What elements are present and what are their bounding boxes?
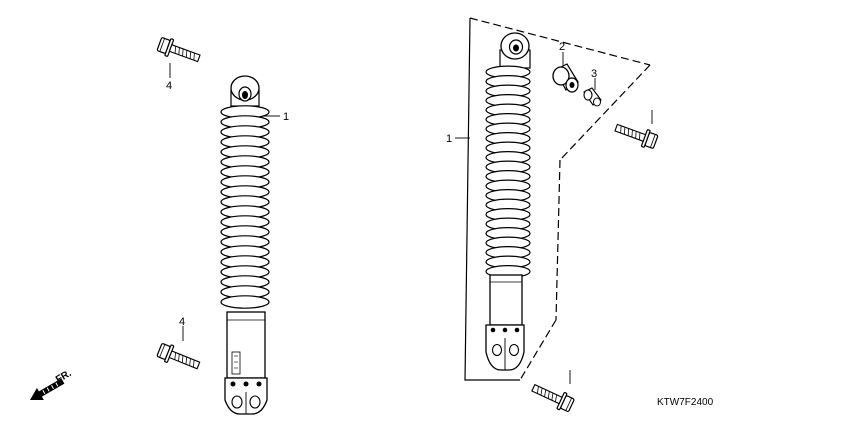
left-top-bolt (155, 34, 203, 68)
right-shock-top-eye (499, 32, 531, 69)
right-shock-spring (485, 65, 531, 278)
right-shock-lower-mount (485, 324, 525, 371)
callout-bushing: 2 (559, 41, 565, 53)
front-label: FR. (54, 368, 74, 386)
right-shock-absorber (485, 32, 531, 371)
callout-left-shock: 1 (283, 111, 289, 123)
callout-collar: 3 (591, 68, 597, 80)
diagram-code: KTW7F2400 (657, 397, 714, 408)
left-shock-body (226, 311, 266, 379)
left-shock-absorber (220, 75, 270, 415)
callout-left-top-bolt: 4 (166, 80, 172, 92)
callout-right-shock: 1 (446, 133, 452, 145)
right-assembly-outline (464, 17, 651, 381)
callout-lines (169, 52, 653, 384)
left-shock-top-eye (230, 75, 260, 107)
bushing (552, 63, 579, 93)
front-direction-indicator: FR. (30, 368, 74, 401)
left-shock-spring (220, 105, 270, 309)
left-shock-lower-mount (224, 377, 268, 415)
collar (583, 87, 602, 107)
left-bottom-bolt (155, 340, 203, 375)
spring-coil (220, 295, 270, 309)
front-arrow-icon (30, 378, 65, 401)
right-shock-body (489, 274, 523, 326)
right-bottom-bolt (528, 379, 576, 415)
callout-left-bottom-bolt: 4 (179, 316, 185, 328)
